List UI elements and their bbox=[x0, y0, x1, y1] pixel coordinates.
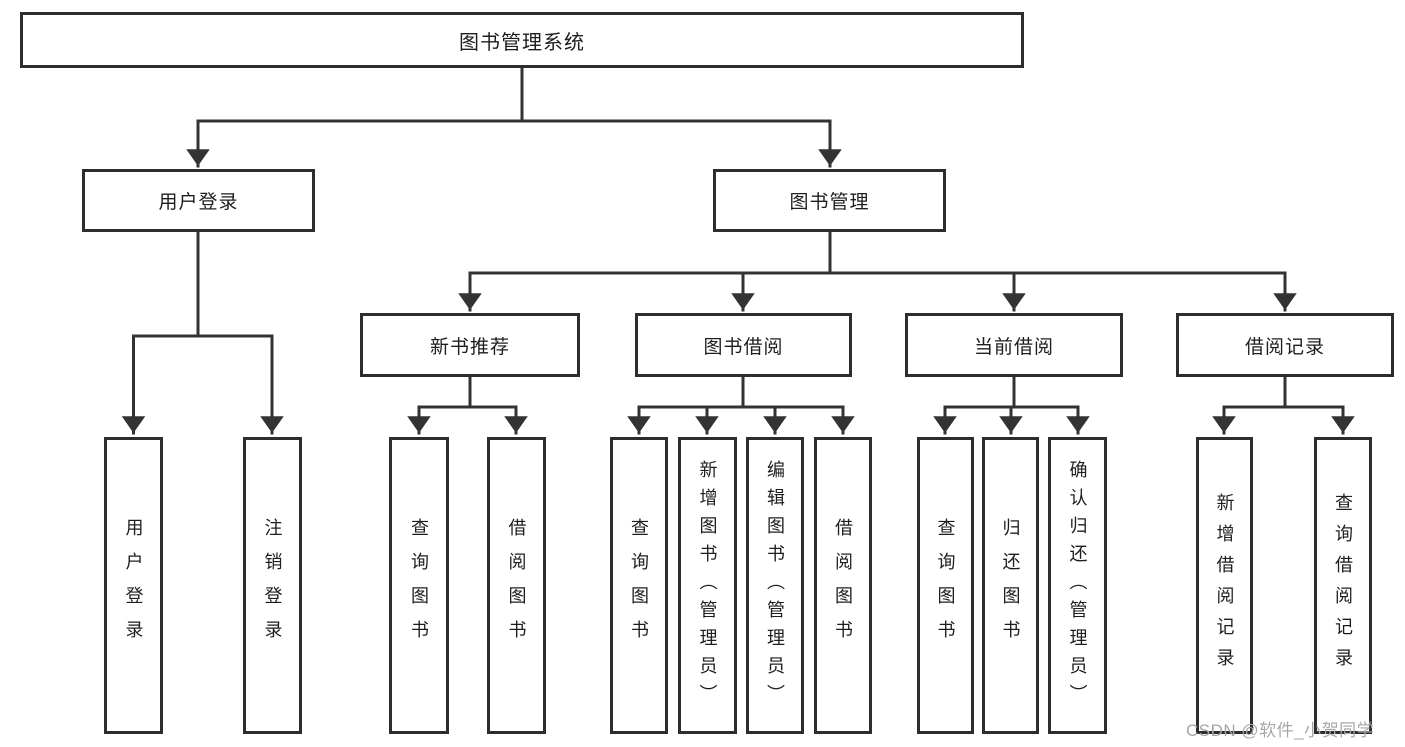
leaf-record-query-borrow-record-label: 查询借阅记录 bbox=[1333, 492, 1353, 679]
leaf-current-return-books-label: 归还图书 bbox=[1000, 517, 1021, 654]
leaf-record-add-borrow-record-label: 新增借阅记录 bbox=[1214, 492, 1235, 679]
leaf-borrow-add-books-admin: 新增图书（管理员） bbox=[678, 437, 737, 734]
csdn-watermark: CSDN @软件_小贺同学 bbox=[1186, 721, 1375, 740]
leaf-user-login-label: 用户登录 bbox=[123, 517, 144, 654]
leaf-newbook-borrow-books-label: 借阅图书 bbox=[506, 517, 527, 654]
node-book-management-label: 图书管理 bbox=[789, 192, 870, 213]
leaf-borrow-borrow-books: 借阅图书 bbox=[814, 437, 872, 734]
leaf-newbook-query-books-label: 查询图书 bbox=[409, 517, 429, 654]
leaf-borrow-edit-books-admin: 编辑图书（管理员） bbox=[746, 437, 804, 734]
leaf-current-query-books-label: 查询图书 bbox=[935, 517, 956, 654]
node-borrowing-records: 借阅记录 bbox=[1176, 313, 1394, 377]
leaf-borrow-edit-books-admin-label: 编辑图书（管理员） bbox=[765, 459, 785, 712]
leaf-record-add-borrow-record: 新增借阅记录 bbox=[1196, 437, 1253, 734]
leaf-current-confirm-return-admin: 确认归还（管理员） bbox=[1048, 437, 1107, 734]
leaf-current-return-books: 归还图书 bbox=[982, 437, 1039, 734]
leaf-user-login: 用户登录 bbox=[104, 437, 163, 734]
node-new-book-recommendation-label: 新书推荐 bbox=[429, 336, 510, 358]
node-user-login-label: 用户登录 bbox=[158, 192, 239, 213]
leaf-current-confirm-return-admin-label: 确认归还（管理员） bbox=[1067, 459, 1088, 712]
node-user-login: 用户登录 bbox=[82, 169, 315, 232]
node-library-system-label: 图书管理系统 bbox=[459, 31, 585, 54]
node-library-system: 图书管理系统 bbox=[20, 12, 1024, 68]
leaf-borrow-query-books-label: 查询图书 bbox=[629, 517, 649, 654]
leaf-borrow-query-books: 查询图书 bbox=[610, 437, 668, 734]
node-new-book-recommendation: 新书推荐 bbox=[360, 313, 580, 377]
leaf-current-query-books: 查询图书 bbox=[917, 437, 974, 734]
leaf-newbook-borrow-books: 借阅图书 bbox=[487, 437, 546, 734]
node-current-borrowing: 当前借阅 bbox=[905, 313, 1123, 377]
leaf-logout-label: 注销登录 bbox=[262, 517, 283, 654]
leaf-record-query-borrow-record: 查询借阅记录 bbox=[1314, 437, 1372, 734]
node-book-management: 图书管理 bbox=[713, 169, 946, 232]
node-book-borrowing: 图书借阅 bbox=[635, 313, 852, 377]
node-book-borrowing-label: 图书借阅 bbox=[703, 336, 784, 358]
leaf-borrow-borrow-books-label: 借阅图书 bbox=[833, 517, 853, 654]
leaf-logout: 注销登录 bbox=[243, 437, 302, 734]
leaf-borrow-add-books-admin-label: 新增图书（管理员） bbox=[697, 459, 718, 712]
leaf-newbook-query-books: 查询图书 bbox=[389, 437, 449, 734]
node-current-borrowing-label: 当前借阅 bbox=[973, 336, 1054, 358]
node-borrowing-records-label: 借阅记录 bbox=[1244, 336, 1325, 358]
